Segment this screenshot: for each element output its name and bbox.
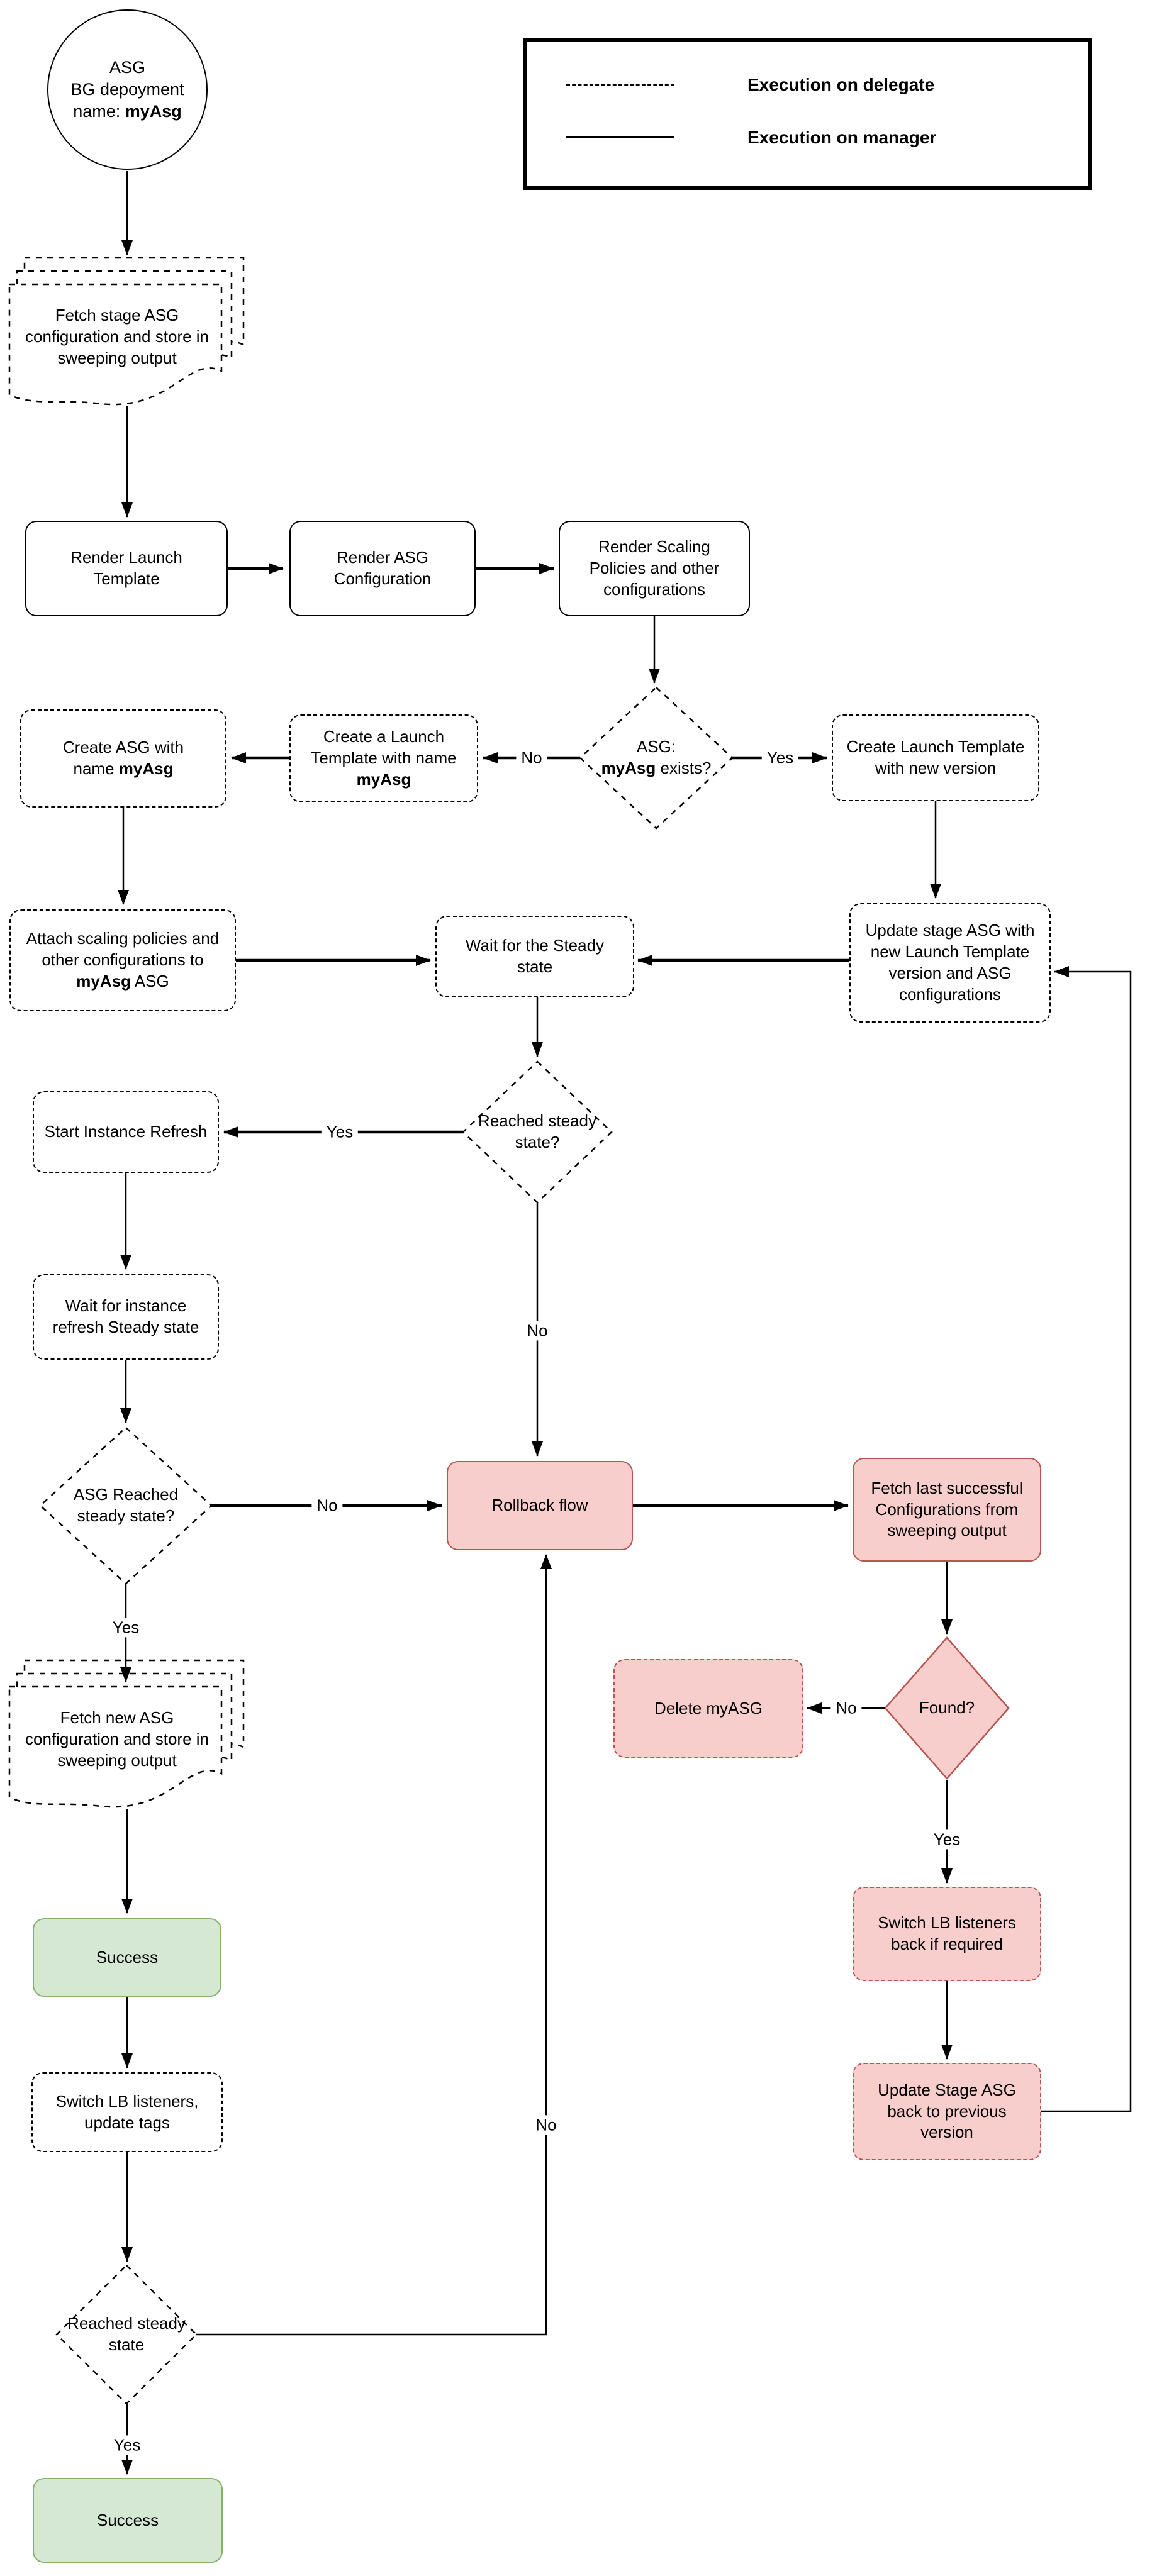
legend-dashed-line-sample — [566, 84, 674, 86]
node-switch-lb-listeners: Switch LB listeners, update tags — [31, 2072, 223, 2152]
node-update-stage-asg: Update stage ASG with new Launch Templat… — [849, 903, 1051, 1023]
start-node: ASG BG depoyment name: myAsg — [47, 9, 208, 170]
diamond-label-found: Found? — [919, 1698, 975, 1718]
node-success-1: Success — [33, 1918, 221, 1997]
legend-solid-line-sample — [566, 136, 674, 138]
node-fetch-stage-config: Fetch stage ASG configuration and store … — [25, 306, 209, 367]
node-create-launch-template-new-version: Create Launch Template with new version — [832, 714, 1039, 801]
node-fetch-new-config: Fetch new ASG configuration and store in… — [25, 1708, 209, 1770]
node-delete-myasg: Delete myASG — [613, 1659, 803, 1758]
diamond-label-reached-steady-1: Reached steady state? — [478, 1111, 596, 1152]
edge-reached2-no-loop-to-rollback — [196, 1554, 552, 2336]
edge-label-yes-asg-exists: Yes — [761, 748, 799, 768]
edge-label-yes-reached1: Yes — [321, 1122, 359, 1142]
start-line3: name: myAsg — [73, 102, 182, 121]
node-switch-lb-listeners-back: Switch LB listeners back if required — [853, 1887, 1041, 1981]
diamond-label-asg-reached-steady: ASG Reached steady state? — [73, 1485, 179, 1525]
node-create-launch-template: Create a Launch Template with name myAsg — [289, 714, 478, 802]
diamond-asg-exists — [579, 686, 734, 830]
start-line2: BG depoyment — [70, 79, 184, 99]
node-render-scaling-policies: Render Scaling Policies and other config… — [559, 521, 750, 616]
edge-label-yes-found: Yes — [928, 1829, 966, 1850]
edge-label-no-loop: No — [530, 2115, 562, 2135]
document-stack-fetch-new — [8, 1659, 245, 1808]
edge-label-yes-asg-reached: Yes — [107, 1618, 145, 1638]
node-create-asg: Create ASG with name myAsg — [20, 709, 226, 808]
edge-label-no-reached1: No — [522, 1321, 553, 1341]
node-start-instance-refresh: Start Instance Refresh — [33, 1091, 219, 1173]
legend: Execution on delegate Execution on manag… — [523, 38, 1092, 190]
node-update-stage-asg-back: Update Stage ASG back to previous versio… — [853, 2063, 1041, 2160]
diamond-found — [884, 1636, 1010, 1780]
document-front-sheet — [8, 283, 223, 406]
edge-update-back-loop-to-update-stage — [1041, 966, 1132, 2112]
node-rollback-flow: Rollback flow — [447, 1461, 633, 1550]
node-attach-scaling-policies: Attach scaling policies and other config… — [9, 909, 236, 1011]
edge-label-yes-reached2: Yes — [108, 2435, 146, 2455]
legend-manager-label: Execution on manager — [747, 128, 937, 147]
edge-label-no-asg-exists: No — [516, 748, 547, 768]
document-stack-fetch-stage — [8, 257, 245, 406]
node-success-2: Success — [33, 2478, 223, 2563]
edge-label-no-found: No — [830, 1698, 862, 1718]
node-fetch-last-successful-config: Fetch last successful Configurations fro… — [853, 1458, 1041, 1562]
legend-delegate-label: Execution on delegate — [747, 75, 935, 94]
edge-label-no-asg-reached: No — [311, 1496, 343, 1516]
start-line1: ASG — [109, 57, 145, 77]
node-wait-instance-refresh: Wait for instance refresh Steady state — [33, 1274, 219, 1360]
node-render-launch-template: Render Launch Template — [25, 521, 228, 616]
node-wait-for-steady-state: Wait for the Steady state — [435, 916, 634, 997]
node-render-asg-configuration: Render ASG Configuration — [289, 521, 476, 616]
document-front-sheet — [8, 1685, 223, 1808]
diamond-label-asg-exists: ASG: myAsg exists? — [601, 737, 712, 777]
diamond-label-reached-steady-2: Reached steady state — [67, 2314, 186, 2354]
